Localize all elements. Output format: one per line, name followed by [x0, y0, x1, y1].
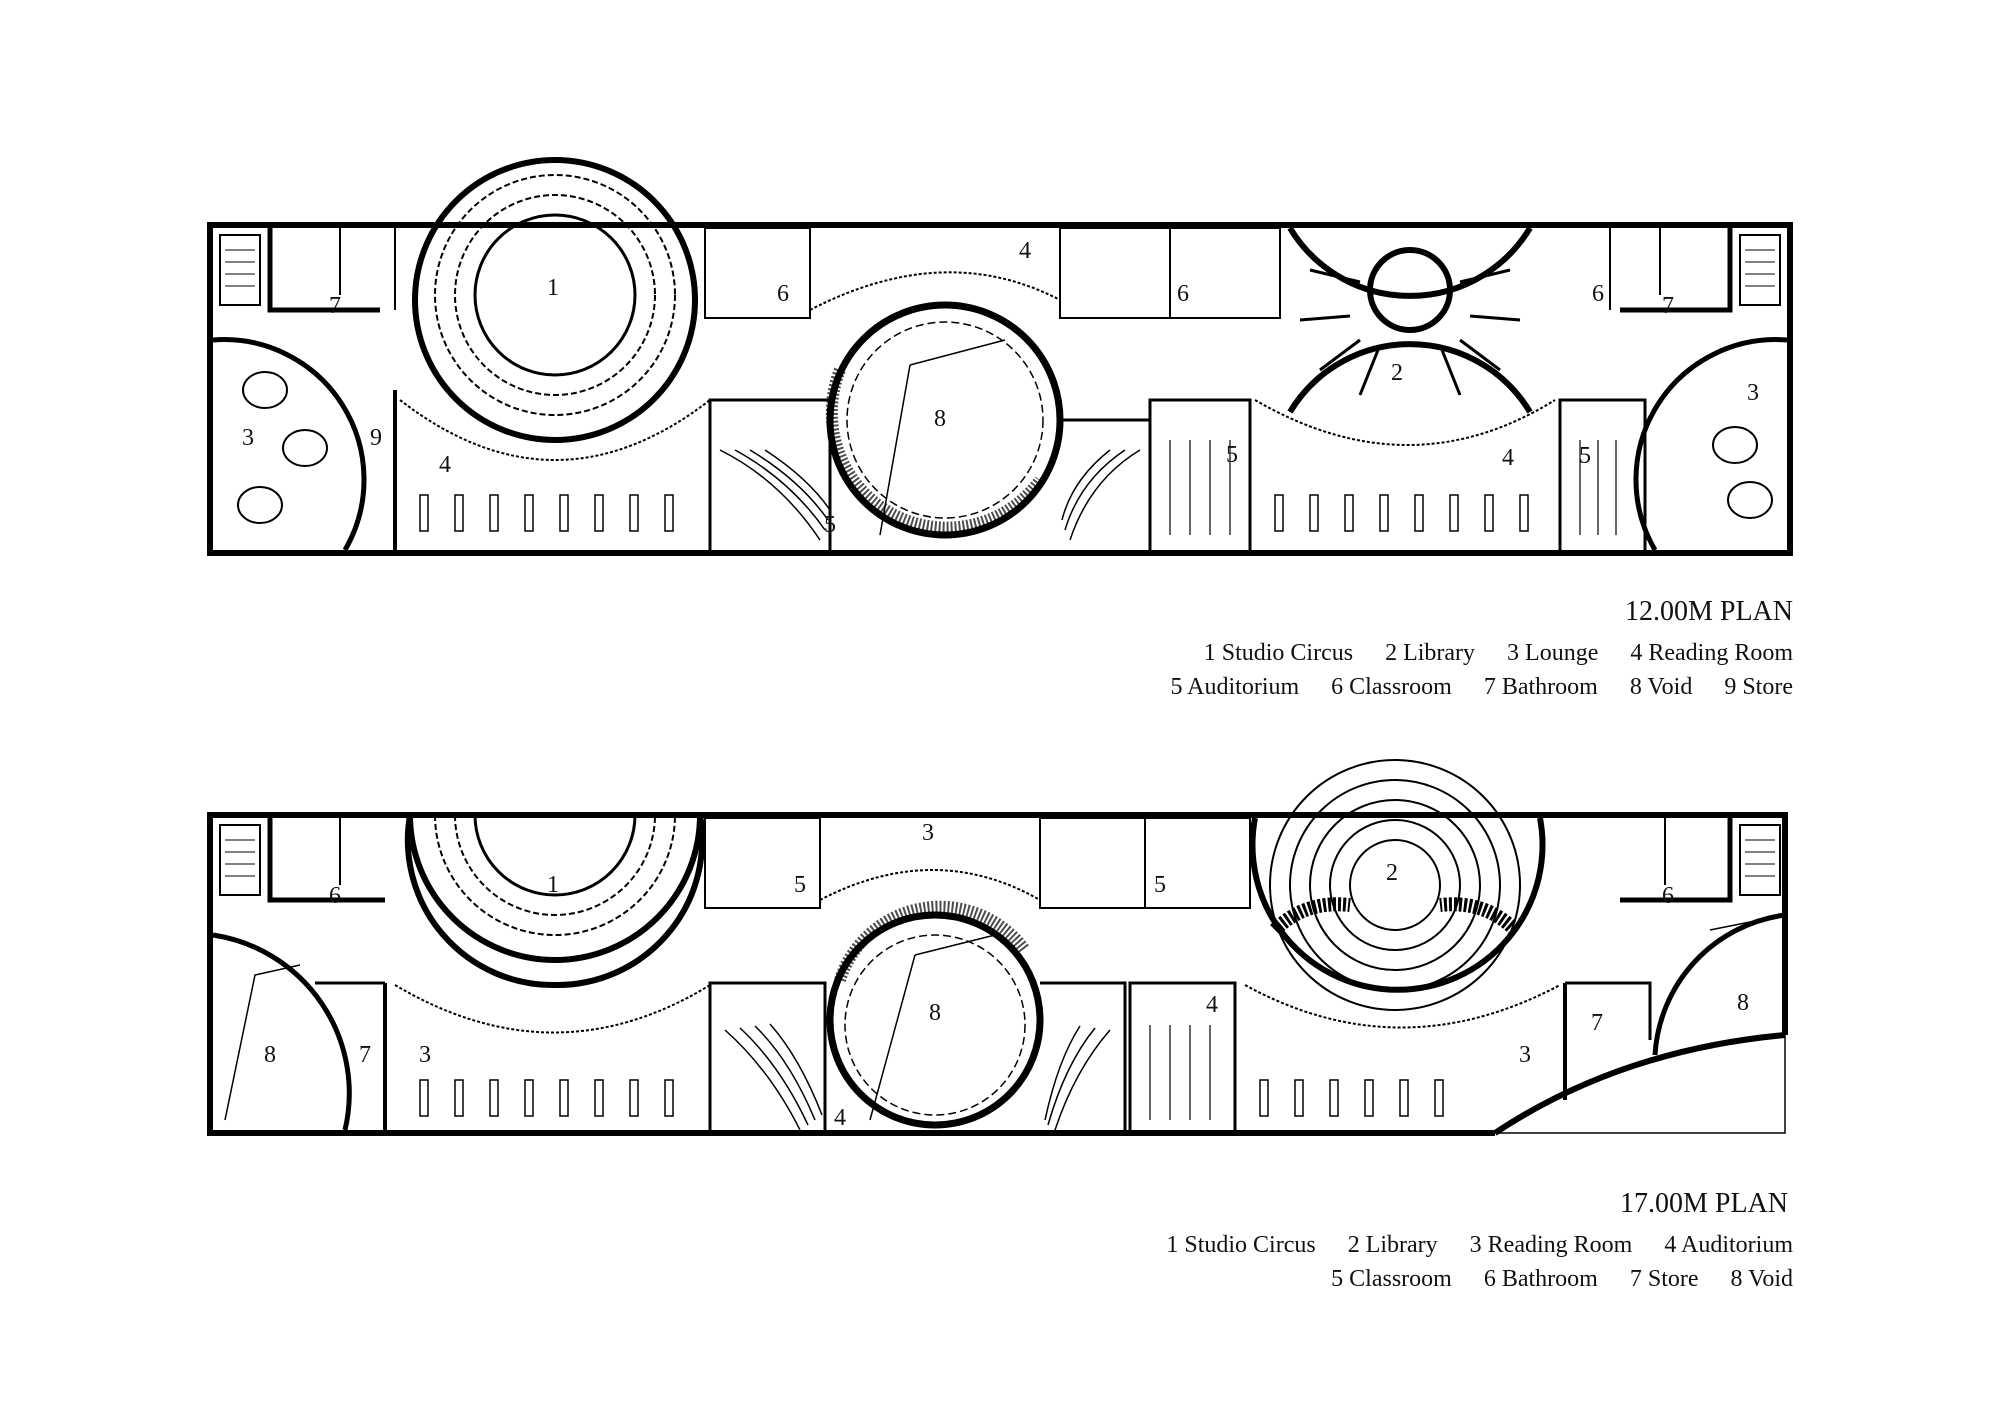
legend-item: 4 Auditorium: [1664, 1232, 1793, 1258]
plan-12m: 1 2 3 3 4 4 4 5 5 5 6 6 6 7 7 8 9: [207, 157, 1793, 556]
legend-row: 5 Auditorium 6 Classroom 7 Bathroom 8 Vo…: [1145, 674, 1794, 701]
legend-item: 6 Bathroom: [1483, 1266, 1598, 1292]
legend-item: 9 Store: [1724, 674, 1793, 700]
room-number-label: 8: [1737, 990, 1749, 1016]
room-number-label: 6: [777, 281, 789, 307]
room-number-label: 4: [1019, 238, 1031, 264]
legend-row: 1 Studio Circus 2 Library 3 Reading Room…: [1140, 1232, 1793, 1259]
room-number-label: 5: [1154, 872, 1166, 898]
legend-item: 7 Store: [1629, 1266, 1699, 1292]
legend-item: 8 Void: [1629, 674, 1693, 700]
plan-17m-detail: 1 2 3 3 3 4 4 5 5 6 6 7 7 8 8 8: [207, 759, 1788, 1136]
room-number-label: 5: [1226, 442, 1238, 468]
room-number-label: 8: [929, 1000, 941, 1026]
room-number-label: 8: [264, 1042, 276, 1068]
room-number-label: 7: [329, 293, 341, 319]
legend-item: 1 Studio Circus: [1203, 640, 1354, 666]
room-number-label: 7: [359, 1042, 371, 1068]
room-number-label: 1: [547, 275, 559, 301]
plan-title: 12.00M PLAN: [1624, 596, 1793, 627]
legend-item: 1 Studio Circus: [1166, 1232, 1316, 1258]
legend-item: 3 Lounge: [1507, 640, 1599, 666]
room-number-label: 8: [934, 406, 946, 432]
legend-row: 1 Studio Circus 2 Library 3 Lounge 4 Rea…: [1178, 640, 1793, 667]
room-number-label: 6: [329, 883, 341, 909]
room-number-label: 5: [824, 512, 836, 538]
room-number-label: 3: [419, 1042, 431, 1068]
legend-item: 5 Classroom: [1331, 1266, 1452, 1292]
room-number-label: 7: [1591, 1010, 1603, 1036]
room-number-label: 4: [439, 452, 451, 478]
legend-item: 2 Library: [1347, 1232, 1438, 1258]
outer-wall: [207, 812, 1788, 1136]
room-number-label: 6: [1662, 883, 1674, 909]
room-number-label: 9: [370, 425, 382, 451]
legend-item: 3 Reading Room: [1469, 1232, 1633, 1258]
room-number-label: 4: [834, 1105, 846, 1131]
legend-item: 5 Auditorium: [1170, 674, 1300, 700]
legend-item: 4 Reading Room: [1630, 640, 1793, 666]
room-number-label: 6: [1177, 281, 1189, 307]
legend-item: 2 Library: [1385, 640, 1476, 666]
room-number-label: 1: [547, 872, 559, 898]
room-number-label: 2: [1386, 860, 1398, 886]
room-number-label: 2: [1391, 360, 1403, 386]
room-number-label: 3: [1519, 1042, 1531, 1068]
room-number-label: 6: [1592, 281, 1604, 307]
legend-item: 7 Bathroom: [1483, 674, 1598, 700]
room-number-label: 5: [1579, 443, 1591, 469]
room-number-label: 7: [1662, 293, 1674, 319]
outer-wall: [207, 222, 1793, 556]
room-number-label: 4: [1502, 445, 1514, 471]
plan-title: 17.00M PLAN: [1619, 1188, 1788, 1219]
legend-item: 8 Void: [1730, 1266, 1793, 1292]
legend-item: 6 Classroom: [1331, 674, 1452, 700]
room-number-label: 3: [1747, 380, 1759, 406]
room-number-label: 5: [794, 872, 806, 898]
legend-row: 5 Classroom 6 Bathroom 7 Store 8 Void: [1305, 1266, 1793, 1293]
room-number-label: 3: [922, 820, 934, 846]
room-number-label: 3: [242, 425, 254, 451]
room-number-label: 4: [1206, 992, 1218, 1018]
